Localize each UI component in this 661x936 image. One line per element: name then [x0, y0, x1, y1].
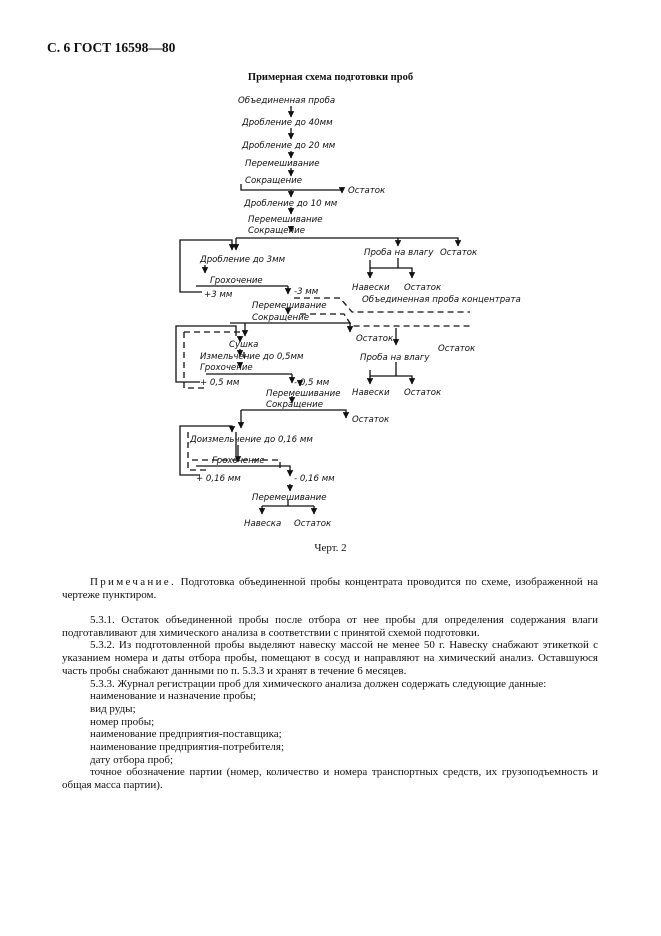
- label-moisture-1: Проба на влагу: [364, 248, 434, 258]
- figure-title: Примерная схема подготовки проб: [247, 72, 414, 83]
- label-weights-3: Навеска: [244, 519, 281, 529]
- label-reduction-3: Сокращение: [252, 313, 309, 323]
- label-crush-10: Дробление до 10 мм: [243, 199, 338, 209]
- label-plus-3: +3 мм: [204, 290, 233, 300]
- label-screening-1: Грохочение: [210, 276, 263, 286]
- label-rest-3: Остаток: [404, 283, 442, 293]
- note: Примечание. Подготовка объединенной проб…: [62, 576, 598, 601]
- label-weights-1: Навески: [352, 283, 390, 293]
- label-reduction-1: Сокращение: [245, 176, 302, 186]
- label-minus-05: - 0,5 мм: [294, 378, 330, 388]
- label-mixing-4: Перемешивание: [266, 389, 341, 399]
- label-plus-016: + 0,16 мм: [196, 474, 241, 484]
- label-concentrate: Объединенная проба концентрата: [362, 295, 521, 305]
- label-rest-8: Остаток: [294, 519, 332, 529]
- label-reduction-2: Сокращение: [248, 226, 305, 236]
- label-rest-1: Остаток: [348, 186, 386, 196]
- label-mixing-5: Перемешивание: [252, 493, 327, 503]
- list-item: номер пробы;: [90, 715, 155, 728]
- note-text: Подготовка объединенной пробы концентрат…: [62, 576, 598, 601]
- label-screening-2: Грохочение: [200, 363, 253, 373]
- list-item: наименование предприятия-потребителя;: [90, 741, 285, 754]
- list-item: вид руды;: [90, 702, 136, 715]
- label-drying: Сушка: [229, 340, 258, 350]
- paragraph-5-3-3: 5.3.3. Журнал регистрации проб для химич…: [90, 677, 547, 690]
- sections: 5.3.1. Остаток объединенной пробы после …: [62, 614, 598, 792]
- label-rest-5: Остаток: [438, 344, 476, 354]
- label-minus-3: -3 мм: [294, 287, 319, 297]
- label-plus-05: + 0,5 мм: [200, 378, 240, 388]
- label-mixing-3: Перемешивание: [252, 301, 327, 311]
- label-crush-20: Дробление до 20 мм: [241, 141, 336, 151]
- page-header: С. 6 ГОСТ 16598—80: [47, 40, 176, 55]
- paragraph-5-3-1: 5.3.1. Остаток объединенной пробы после …: [62, 614, 598, 639]
- label-rest-4: Остаток: [356, 334, 394, 344]
- label-mixing-1: Перемешивание: [245, 159, 320, 169]
- label-crush-3: Дробление до 3мм: [199, 255, 286, 265]
- paragraph-5-3-2: 5.3.2. Из подготовленной пробы выделяют …: [62, 639, 598, 677]
- label-mixing-2: Перемешивание: [248, 215, 323, 225]
- label-minus-016: - 0,16 мм: [294, 474, 335, 484]
- note-label: Примечание.: [90, 576, 177, 588]
- label-weights-2: Навески: [352, 388, 390, 398]
- label-rest-2: Остаток: [440, 248, 478, 258]
- label-grind-016: Доизмельчение до 0,16 мм: [189, 435, 313, 445]
- label-reduction-4: Сокращение: [266, 400, 323, 410]
- label-screening-3: Грохочение: [212, 456, 265, 466]
- list-item: дату отбора проб;: [90, 753, 174, 766]
- label-rest-7: Остаток: [352, 415, 390, 425]
- list-item: точное обозначение партии (номер, количе…: [62, 766, 598, 792]
- label-crush-40: Дробление до 40мм: [241, 118, 333, 128]
- label-moisture-2: Проба на влагу: [360, 353, 430, 363]
- label-combined-sample: Объединенная проба: [238, 96, 335, 106]
- figure-caption: Черт. 2: [314, 542, 347, 554]
- list-item: наименование и назначение пробы;: [90, 690, 257, 703]
- list-item: наименование предприятия-поставщика;: [90, 728, 282, 741]
- scheme-labels: Объединенная проба Дробление до 40мм Дро…: [189, 96, 521, 529]
- label-rest-6: Остаток: [404, 388, 442, 398]
- label-grind-05: Измельчение до 0,5мм: [200, 352, 304, 362]
